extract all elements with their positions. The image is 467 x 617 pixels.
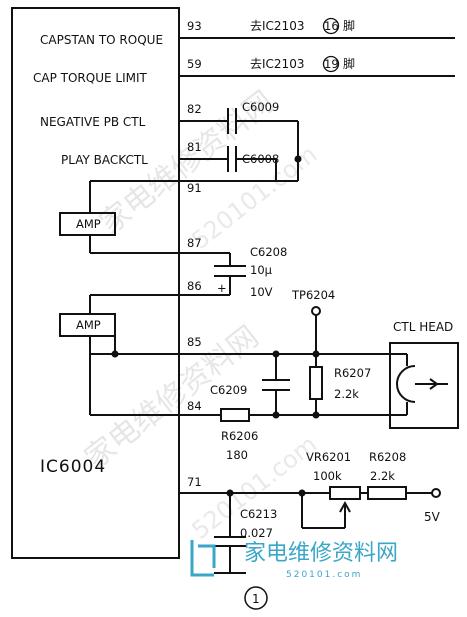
- page-mark-circle: [244, 586, 268, 610]
- pin-91-number: 91: [187, 181, 202, 195]
- r6208-body: [367, 486, 407, 500]
- ctl-head-box: [389, 342, 459, 429]
- r6208-value: 2.2k: [370, 469, 395, 483]
- note-foot-16: 脚: [343, 18, 355, 33]
- c6208-polarity: +: [217, 281, 227, 295]
- signal-play-backctl: PLAY BACKCTL: [61, 153, 148, 167]
- site-logo: 家电维修资料网 520101.com: [190, 540, 398, 580]
- r6206-body: [220, 408, 250, 422]
- c6208-value1: 10μ: [250, 263, 273, 277]
- c6213-value: 0.027: [240, 526, 273, 540]
- circle-16: [322, 17, 340, 35]
- pin-82-number: 82: [187, 102, 202, 116]
- amp-bottom-label: AMP: [76, 318, 101, 332]
- r6206-label: R6206: [221, 429, 258, 443]
- pin-59-number: 59: [187, 57, 202, 71]
- signal-negative-pb-ctl: NEGATIVE PB CTL: [40, 115, 146, 129]
- r6207-body: [309, 366, 323, 400]
- amp-bottom-box: [59, 313, 116, 337]
- tp6204-label: TP6204: [291, 288, 335, 302]
- r6206-value: 180: [226, 448, 248, 462]
- signal-capstan-to-roque: CAPSTAN TO ROQUE: [40, 33, 163, 47]
- r6207-label: R6207: [334, 366, 371, 380]
- tp6204-terminal: [311, 306, 321, 316]
- pin-84-number: 84: [187, 399, 202, 413]
- vr6201-value: 100k: [313, 469, 342, 483]
- amp-top-box: [59, 212, 116, 236]
- junction-dots: [111, 155, 320, 497]
- c6008-label: C6008: [242, 152, 279, 166]
- vr6201-body: [329, 486, 361, 500]
- pin-93-number: 93: [187, 19, 202, 33]
- c6208-label: C6208: [250, 245, 287, 259]
- supply-5v-terminal: [431, 488, 441, 498]
- logo-icon: [190, 540, 214, 577]
- ic-name: IC6004: [40, 457, 106, 477]
- signal-cap-torque-limit: CAP TORQUE LIMIT: [33, 71, 147, 85]
- vr6201-label: VR6201: [306, 450, 351, 464]
- c6209-label: C6209: [210, 383, 247, 397]
- pin-71-number: 71: [187, 475, 202, 489]
- note-foot-19: 脚: [343, 56, 355, 71]
- ic-body: [11, 7, 180, 559]
- note-to-ic2103-16: 去IC2103: [250, 19, 304, 33]
- note-circle-19: 19: [324, 57, 339, 71]
- ctl-head-label: CTL HEAD: [393, 320, 453, 334]
- page-mark: 1: [252, 592, 260, 606]
- note-circle-16: 16: [324, 19, 339, 33]
- amp-top-label: AMP: [76, 217, 101, 231]
- note-to-ic2103-19: 去IC2103: [250, 57, 304, 71]
- supply-5v-label: 5V: [424, 510, 441, 524]
- c6208-value2: 10V: [250, 285, 273, 299]
- circle-19: [322, 55, 340, 73]
- logo-text: 家电维修资料网: [244, 541, 398, 566]
- c6213-label: C6213: [240, 507, 277, 521]
- pin-87-number: 87: [187, 236, 202, 250]
- pin-86-number: 86: [187, 279, 202, 293]
- pin-81-number: 81: [187, 140, 202, 154]
- r6207-value: 2.2k: [334, 387, 359, 401]
- r6208-label: R6208: [369, 450, 406, 464]
- logo-url: 520101.com: [286, 570, 362, 580]
- pin-85-number: 85: [187, 335, 202, 349]
- ctl-head-coil: [396, 365, 416, 403]
- c6009-label: C6009: [242, 100, 279, 114]
